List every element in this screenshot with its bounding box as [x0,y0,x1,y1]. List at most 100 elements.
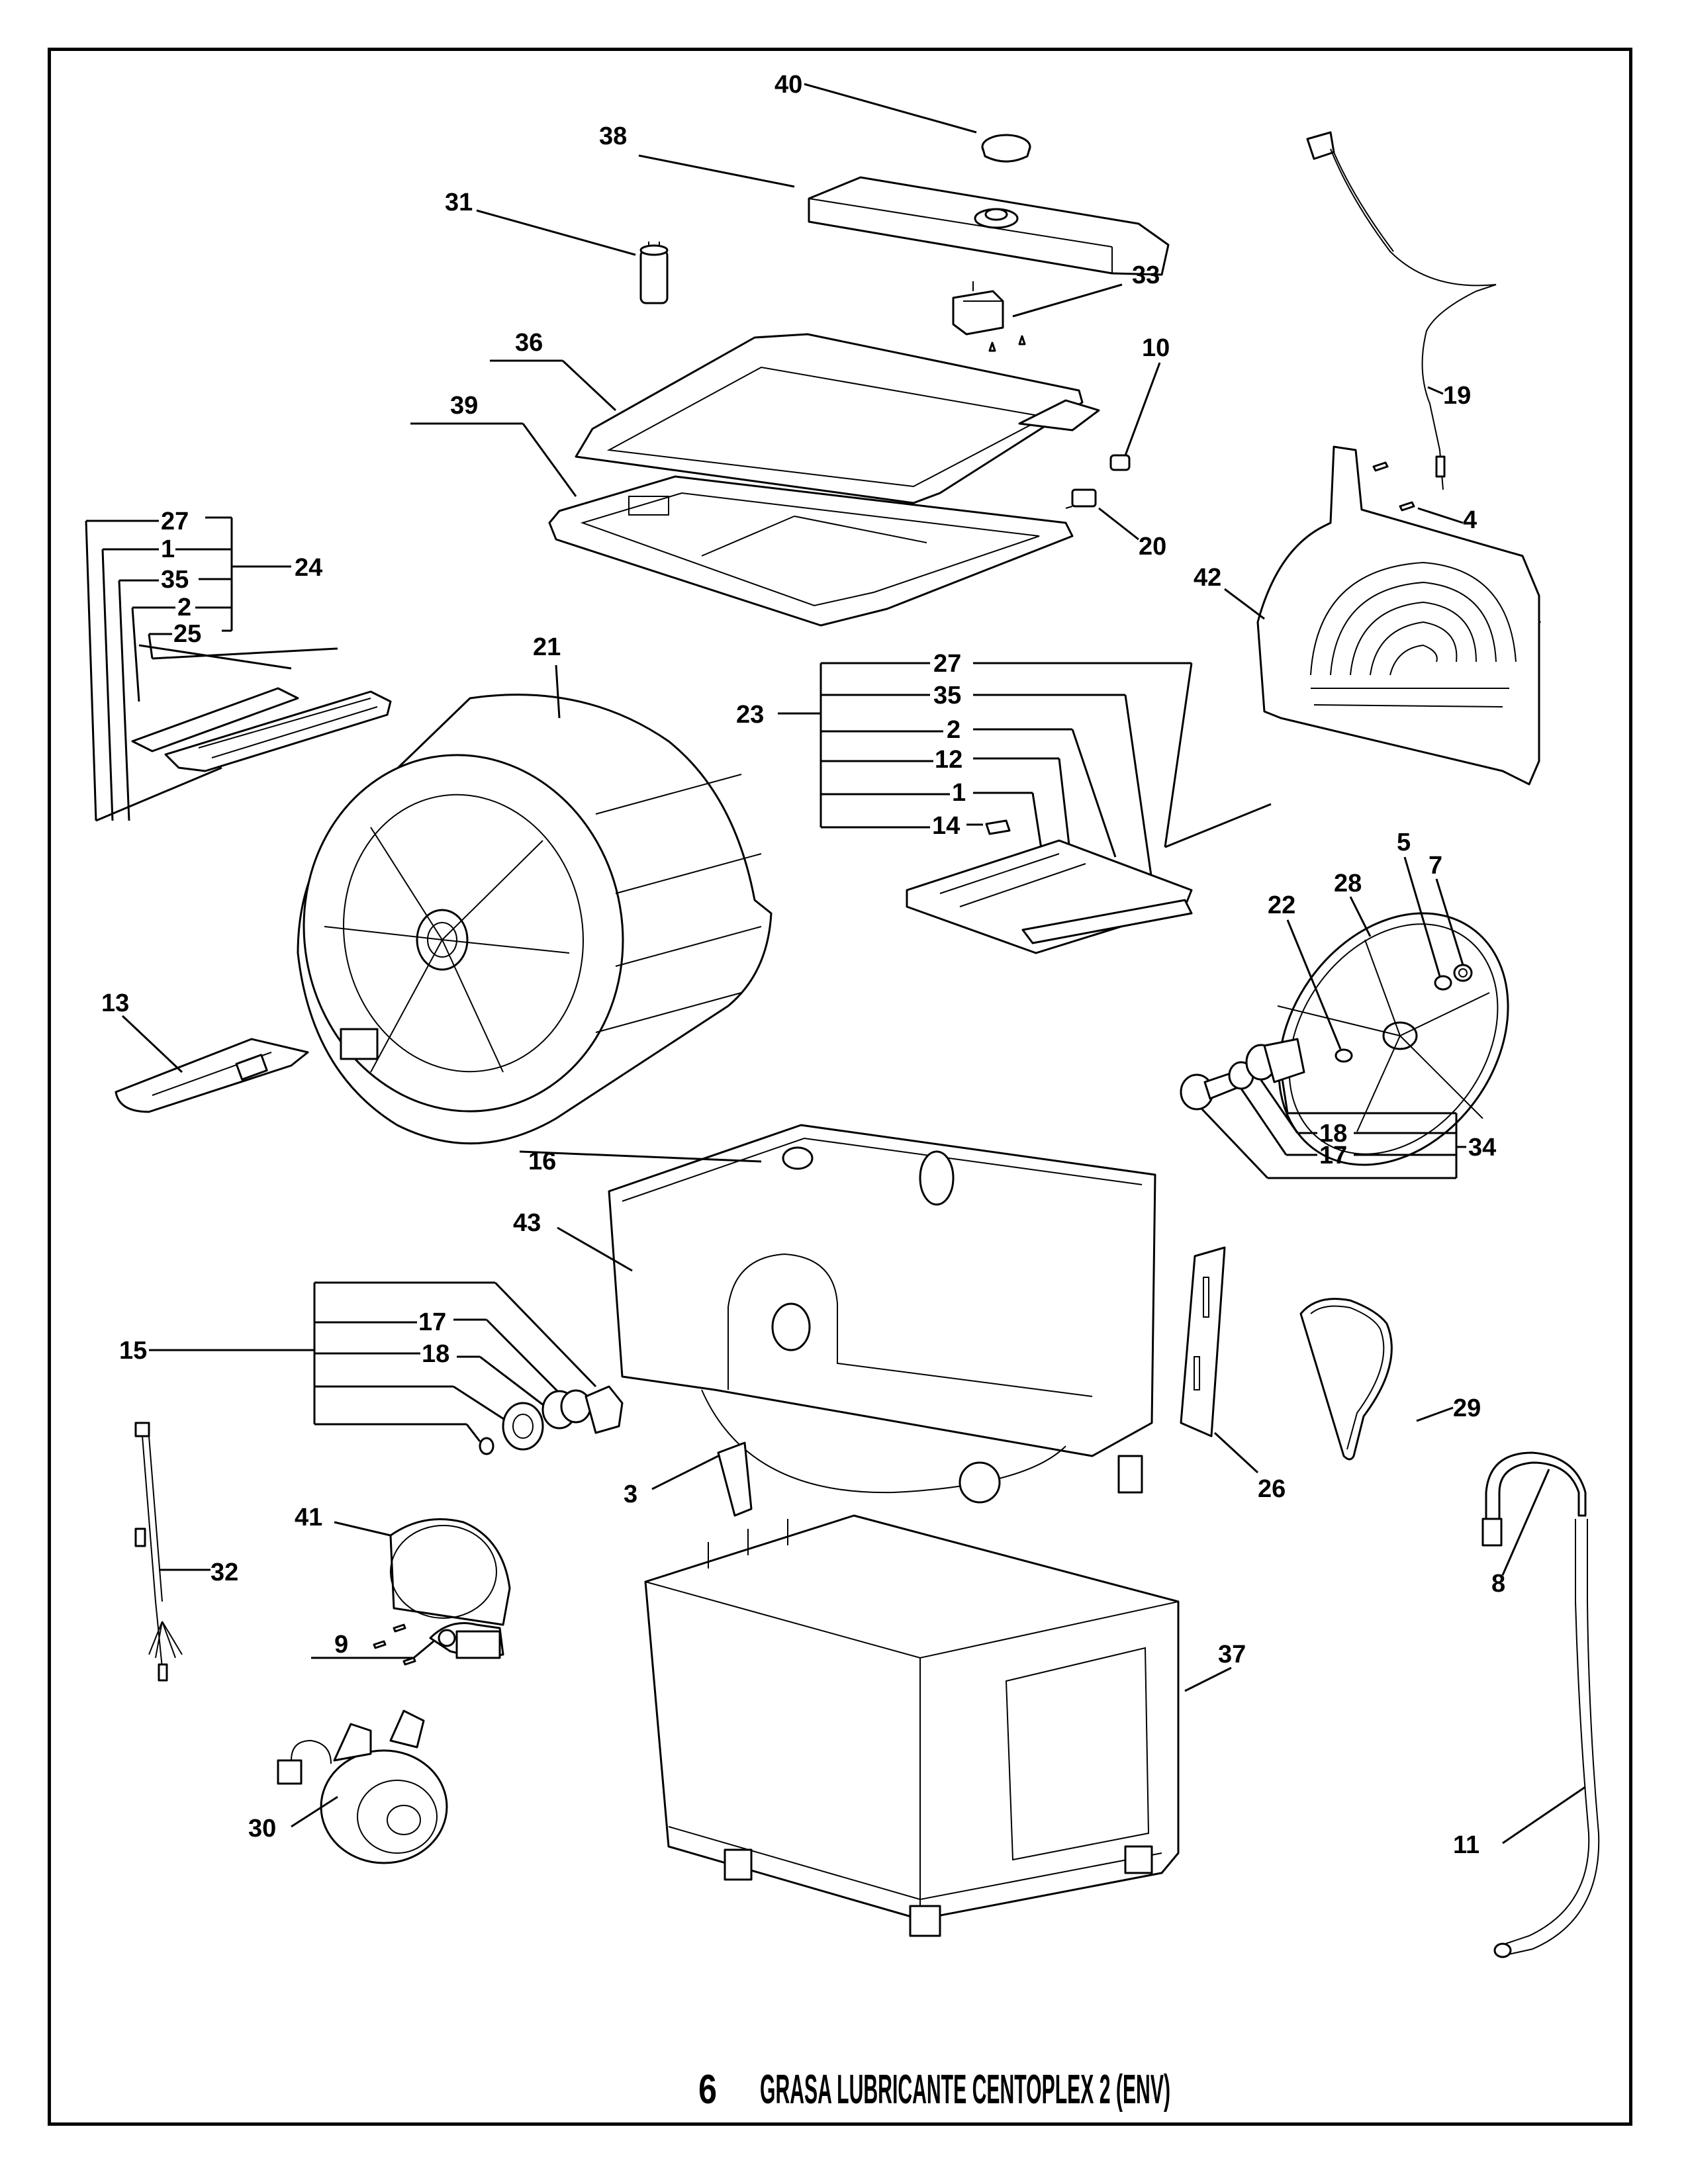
part-heater-bracket [131,687,392,772]
part-drain-hose [1481,1451,1600,1958]
callout-23-35: 35 [933,682,961,709]
callout-26: 26 [1258,1475,1286,1503]
callout-23-12: 12 [935,746,962,774]
part-control-panel [808,176,1170,276]
leader-20 [1098,507,1139,541]
callout-5: 5 [1397,829,1411,856]
leader-40 [804,83,977,134]
leader-4 [1417,507,1464,524]
part-pulley-bolt [1335,1048,1353,1063]
callout-15: 15 [119,1337,147,1365]
leader-30 [291,1796,338,1828]
callout-31: 31 [445,189,473,216]
part-base-cabinet [644,1514,1180,1937]
callout-30: 30 [248,1815,276,1843]
callout-37: 37 [1218,1641,1246,1668]
callout-24-2: 2 [177,594,191,621]
callout-36: 36 [515,329,543,357]
leader-36b [561,359,617,412]
callout-20: 20 [1139,533,1166,561]
part-cable-clamp [1109,454,1131,471]
leader-41 [334,1521,391,1537]
part-bearing-kit-right [1180,1038,1305,1111]
diagram-frame [48,48,1632,2126]
leader-38 [638,154,795,188]
callout-34: 34 [1468,1134,1496,1161]
callout-22: 22 [1268,891,1295,919]
part-nut [1453,964,1473,982]
part-knob [981,134,1031,163]
leader-22 [1286,919,1342,1050]
part-outer-tub [608,1124,1156,1504]
callout-24-35: 35 [161,566,189,594]
callout-33: 33 [1132,261,1160,289]
part-filter-cover [115,1038,309,1113]
callout-39: 39 [450,392,478,420]
callout-10: 10 [1142,334,1170,362]
part-drum [297,694,773,1145]
part-motor [277,1709,448,1864]
leader-21 [555,664,561,719]
callout-13: 13 [101,989,129,1017]
leader-5 [1403,856,1441,977]
part-belt [1299,1298,1393,1461]
callout-group-34: 18 17 34 [1200,1078,1496,1179]
leader-37 [1184,1666,1232,1692]
leader-26 [1213,1432,1259,1474]
leader-33 [1012,283,1123,318]
callout-29: 29 [1453,1394,1481,1422]
part-bearing-kit-left [479,1385,624,1455]
part-drain-pump [373,1622,504,1666]
callout-9: 9 [334,1631,348,1659]
callout-23-27: 27 [933,650,961,678]
callout-24-27: 27 [161,508,189,535]
leader-16 [519,1150,762,1163]
part-pulley [1277,912,1509,1166]
leader-7 [1435,878,1464,966]
callout-23-1: 1 [952,779,966,807]
leader-31 [476,209,636,256]
callout-group-24: 27 1 35 2 25 24 [85,508,338,822]
footer-note-number: 6 [698,2067,717,2113]
part-top-frame [548,475,1074,627]
callout-8: 8 [1491,1570,1505,1598]
part-micro-switch [1065,488,1097,509]
part-washer [1434,975,1452,991]
leader-39b [522,423,577,497]
callout-42: 42 [1194,564,1221,592]
part-wiring-harness [134,1422,183,1682]
callout-32: 32 [211,1559,238,1586]
callout-41: 41 [295,1504,322,1531]
leader-3 [651,1455,719,1490]
leader-42 [1224,588,1265,620]
callout-34-17: 17 [1319,1142,1347,1169]
leader-43 [557,1226,633,1272]
leader-13 [121,1015,183,1073]
leader-28 [1349,896,1372,937]
part-power-cord [1306,131,1497,490]
callout-23-2: 2 [947,716,961,744]
callout-19: 19 [1443,382,1471,410]
callout-group-15: 15 17 18 [119,1281,597,1442]
callout-40: 40 [774,71,802,99]
callout-28: 28 [1334,870,1362,897]
callout-23-14: 14 [932,812,960,840]
callout-21: 21 [533,633,561,661]
leader-19 [1427,386,1444,395]
callout-38: 38 [599,122,627,150]
footer-note-text: GRASA LUBRICANTE CENTOPLEX 2 (ENV) [760,2067,1170,2113]
callout-4: 4 [1463,506,1477,534]
callout-23: 23 [736,701,764,729]
callout-3: 3 [624,1480,637,1508]
part-filter-bracket [906,819,1193,954]
part-rear-cover [1256,445,1540,786]
callout-24-25: 25 [173,620,201,648]
callout-43: 43 [513,1209,541,1237]
part-capacitor [639,242,669,304]
callout-15-17: 17 [418,1308,446,1336]
leader-9b [413,1640,434,1659]
part-timer-switch [952,281,1026,352]
callout-11: 11 [1453,1831,1479,1859]
part-bracket-strip [1180,1246,1226,1437]
